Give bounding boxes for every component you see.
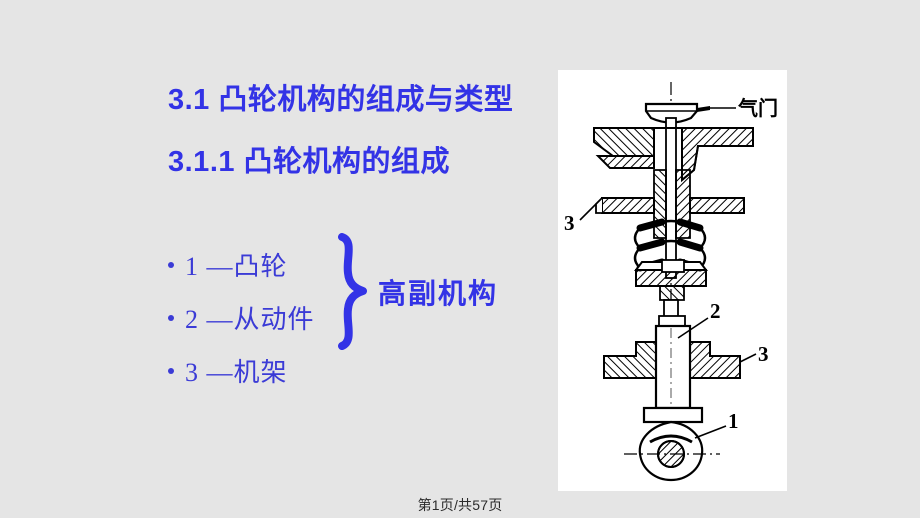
figure-label-frame-lower: 3 bbox=[758, 342, 769, 366]
bullet-list: 1 —凸轮 2 —从动件 3 —机架 bbox=[168, 238, 368, 397]
page-title: 3.1 凸轮机构的组成与类型 bbox=[168, 84, 514, 116]
list-item-label: 1 —凸轮 bbox=[185, 252, 288, 281]
figure-label-frame-upper: 3 bbox=[564, 211, 575, 235]
bullet-dot-icon bbox=[168, 314, 174, 321]
figure-label-cam: 1 bbox=[728, 409, 739, 433]
cam-valve-mechanism-diagram: 气门 3 2 3 1 bbox=[558, 70, 787, 495]
figure-label-valve: 气门 bbox=[737, 96, 778, 120]
list-item-label: 3 —机架 bbox=[185, 358, 288, 387]
list-item-label: 2 —从动件 bbox=[185, 305, 315, 334]
list-item: 1 —凸轮 bbox=[168, 238, 368, 291]
list-item: 3 —机架 bbox=[168, 344, 368, 397]
figure-label-follower: 2 bbox=[710, 299, 721, 323]
section-subtitle: 3.1.1 凸轮机构的组成 bbox=[168, 146, 451, 178]
group-label: 高副机构 bbox=[378, 278, 499, 309]
bullet-dot-icon bbox=[168, 261, 174, 268]
list-item: 2 —从动件 bbox=[168, 291, 368, 344]
page-indicator: 第1页/共57页 bbox=[417, 496, 503, 513]
bullet-dot-icon bbox=[168, 367, 174, 374]
footer-bar: 第1页/共57页 bbox=[0, 491, 920, 518]
figure-panel: 气门 3 2 3 1 bbox=[558, 70, 787, 495]
